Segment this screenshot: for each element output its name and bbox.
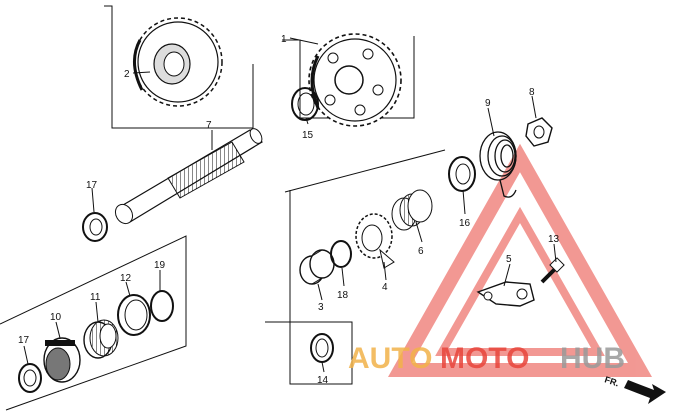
label-part-1: 1	[281, 34, 287, 45]
label-part-2: 2	[124, 69, 130, 80]
label-part-7: 7	[206, 120, 212, 131]
stopper-plate-5	[476, 281, 535, 307]
label-part-13: 13	[548, 234, 560, 245]
group-bracket-lines	[0, 5, 446, 411]
collar-3	[299, 249, 335, 285]
ratchet-4	[355, 213, 395, 269]
label-part-16: 16	[459, 218, 471, 229]
bearing-11	[83, 319, 119, 359]
washer-17-upper	[82, 212, 108, 242]
gear-1	[308, 33, 402, 127]
washer-15	[291, 87, 319, 121]
label-part-17-lower: 17	[18, 335, 30, 346]
label-part-12: 12	[120, 273, 132, 284]
watermark-text-hub: HUB	[560, 342, 625, 375]
label-part-18: 18	[337, 290, 349, 301]
watermark-text-moto: MOTO	[440, 342, 529, 375]
gear-2	[133, 17, 223, 107]
collar-10	[43, 337, 81, 383]
front-direction-indicator: FR.	[603, 374, 666, 404]
bolt-13	[540, 257, 565, 284]
spring-9	[479, 131, 517, 198]
part-labels: 2 1 15 7 17 9 8 16 6 4 18 3 5 13 10 11 1…	[18, 34, 560, 386]
circlip-18	[330, 240, 352, 268]
label-part-15: 15	[302, 130, 314, 141]
front-arrow-icon	[624, 380, 666, 404]
label-part-6: 6	[418, 246, 424, 257]
nut-8	[525, 117, 553, 147]
watermark-text-auto: AUTO	[348, 342, 432, 375]
spring-6	[391, 189, 433, 231]
label-part-11: 11	[90, 292, 101, 303]
washer-17-lower	[18, 363, 42, 393]
label-part-4: 4	[382, 282, 388, 293]
label-part-14: 14	[317, 375, 329, 386]
circlip-19	[150, 290, 174, 322]
label-part-10: 10	[50, 312, 62, 323]
washer-16	[448, 156, 476, 192]
label-part-8: 8	[529, 87, 535, 98]
watermark-text: AUTO MOTO HUB	[348, 342, 625, 375]
label-part-5: 5	[506, 254, 512, 265]
shaft-7	[114, 128, 263, 225]
label-part-17-upper: 17	[86, 180, 98, 191]
leader-lines	[23, 37, 557, 373]
watermark-logo	[387, 143, 653, 377]
label-part-9: 9	[485, 98, 491, 109]
label-part-19: 19	[154, 260, 166, 271]
washer-14	[310, 333, 334, 363]
ring-12	[117, 294, 151, 336]
front-label: FR.	[603, 374, 620, 388]
label-part-3: 3	[318, 302, 324, 313]
